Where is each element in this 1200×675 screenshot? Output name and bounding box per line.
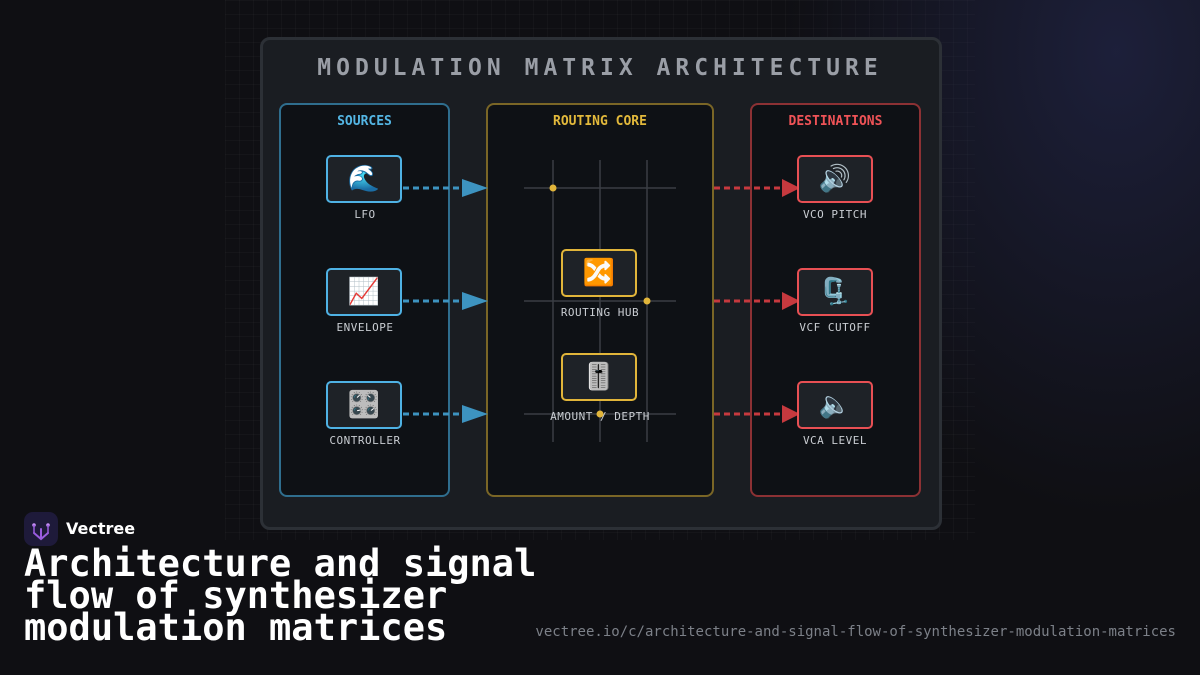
source-arrowhead-1 xyxy=(462,292,488,310)
vectree-logo-icon[interactable] xyxy=(24,512,58,546)
envelope-node[interactable]: 📈 xyxy=(326,268,402,316)
dest-arrowhead-1 xyxy=(782,292,800,310)
controller-node[interactable]: 🎛️ xyxy=(326,381,402,429)
junction-dot-1 xyxy=(643,297,651,305)
level-slider-icon: 🎚️ xyxy=(582,362,616,392)
speaker-low-volume-icon: 🔈 xyxy=(818,390,852,420)
vca-level-label: VCA LEVEL xyxy=(802,434,868,447)
shuffle-icon: 🔀 xyxy=(582,258,616,288)
page-headline: Architecture and signal flow of synthesi… xyxy=(24,542,537,649)
dest-arrowhead-2 xyxy=(782,405,800,423)
controller-label: CONTROLLER xyxy=(329,434,401,447)
vco-pitch-label: VCO PITCH xyxy=(802,208,868,221)
sources-header: SOURCES xyxy=(337,114,392,129)
signal-arrows xyxy=(403,179,800,423)
diagram-title: MODULATION MATRIX ARCHITECTURE xyxy=(317,55,883,81)
lfo-node[interactable]: 🌊 xyxy=(326,155,402,203)
vca-level-node[interactable]: 🔈 xyxy=(797,381,873,429)
routing-hub-node[interactable]: 🔀 xyxy=(561,249,637,297)
routing-core-header: ROUTING CORE xyxy=(553,114,647,129)
vcf-cutoff-node[interactable]: 🗜️ xyxy=(797,268,873,316)
amount-depth-label: AMOUNT / DEPTH xyxy=(550,410,650,423)
source-arrowhead-0 xyxy=(462,179,488,197)
junction-dot-2 xyxy=(596,410,604,418)
control-knobs-icon: 🎛️ xyxy=(347,390,381,420)
routing-junctions xyxy=(549,184,651,418)
page-url[interactable]: vectree.io/c/architecture-and-signal-flo… xyxy=(535,624,1176,640)
destinations-header: DESTINATIONS xyxy=(788,114,883,129)
vcf-cutoff-label: VCF CUTOFF xyxy=(799,321,871,334)
lfo-label: LFO xyxy=(354,208,376,221)
speaker-high-volume-icon: 🔊 xyxy=(818,164,852,194)
routing-hub-label: ROUTING HUB xyxy=(560,306,640,319)
clamp-icon: 🗜️ xyxy=(818,277,852,307)
chart-increasing-icon: 📈 xyxy=(347,277,381,307)
source-arrowhead-2 xyxy=(462,405,488,423)
vco-pitch-node[interactable]: 🔊 xyxy=(797,155,873,203)
envelope-label: ENVELOPE xyxy=(336,321,394,334)
dest-arrowhead-0 xyxy=(782,179,800,197)
wave-icon: 🌊 xyxy=(347,164,381,194)
amount-depth-node[interactable]: 🎚️ xyxy=(561,353,637,401)
brand-name[interactable]: Vectree xyxy=(66,519,136,538)
junction-dot-0 xyxy=(549,184,557,192)
